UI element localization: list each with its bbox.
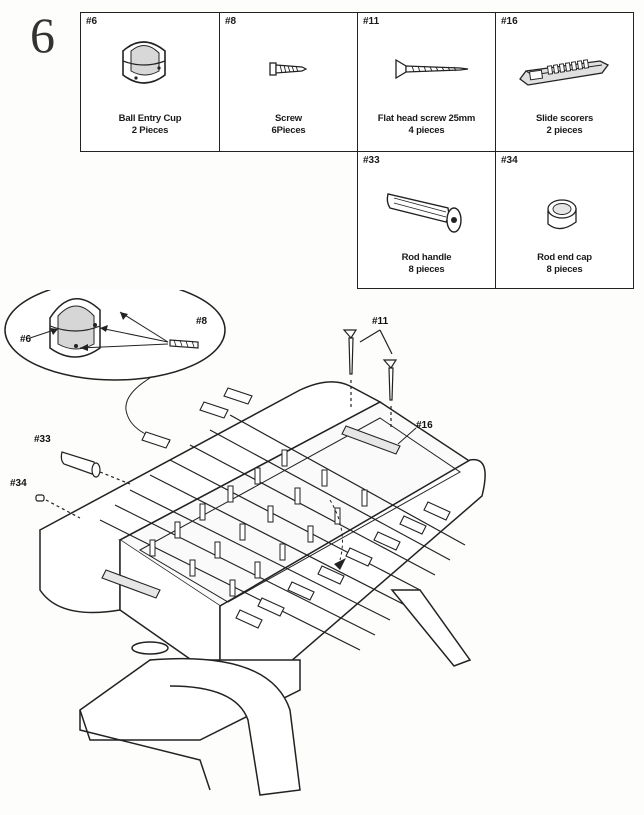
part-name: Ball Entry Cup: [118, 113, 182, 124]
part-name: Screw: [275, 113, 302, 124]
part-id: #34: [501, 155, 518, 166]
screw-icon: [169, 339, 199, 349]
ball-entry-cup-icon: [122, 41, 166, 84]
foosball-table: [38, 381, 486, 796]
part-qty: 8 pieces: [546, 264, 583, 275]
part-qty: 6Pieces: [271, 125, 306, 136]
parts-table: #6 Ball Entry Cup 2 Pieces #8 Screw 6Pie…: [80, 12, 634, 289]
callout-screws: #11: [372, 316, 389, 327]
part-id: #8: [225, 16, 237, 27]
rod-end-cap-icon: [547, 199, 577, 230]
part-name: Slide scorers: [535, 113, 594, 124]
part-cell-rod-handle: #33 Rod handle 8 pieces: [357, 151, 496, 289]
callout-inset-cup: #6: [20, 334, 32, 345]
part-id: #11: [363, 16, 380, 27]
screw-icon: [382, 359, 398, 370]
screw-icon: [269, 62, 308, 76]
slide-scorer-icon: [341, 425, 401, 455]
part-id: #6: [86, 16, 98, 27]
part-name: Rod end cap: [537, 252, 592, 263]
inset-detail: #6 #8: [4, 290, 226, 443]
part-qty: 2 pieces: [546, 125, 583, 136]
part-cell-rod-end-cap: #34 Rod end cap 8 pieces: [495, 151, 634, 289]
part-name: Flat head screw 25mm: [377, 113, 476, 124]
callout-handle: #33: [34, 434, 51, 445]
callout-scorer: #16: [416, 420, 433, 431]
part-id: #16: [501, 16, 518, 27]
slide-scorer-icon: [101, 569, 161, 599]
screw-icon: [342, 329, 358, 340]
rod-end-cap-callout: #34: [10, 478, 81, 519]
part-qty: 4 pieces: [408, 125, 445, 136]
callout-inset-screw: #8: [196, 316, 208, 327]
slide-scorer-icon: [519, 59, 609, 86]
part-cell-ball-entry-cup: #6 Ball Entry Cup 2 Pieces: [80, 12, 220, 152]
rod-end-cap-icon: [35, 494, 45, 502]
part-id: #33: [363, 155, 380, 166]
flat-head-screws: #11: [342, 316, 398, 430]
part-qty: 8 pieces: [408, 264, 445, 275]
scorer-callout: #16: [397, 420, 433, 445]
flat-head-screw-icon: [395, 58, 469, 80]
callout-endcap: #34: [10, 478, 27, 489]
assembly-diagram: #6 #8: [4, 290, 486, 796]
part-cell-flat-head-screw: #11 Flat head screw 25mm 4 pieces: [357, 12, 496, 152]
part-qty: 2 Pieces: [131, 125, 169, 136]
part-cell-screw: #8 Screw 6Pieces: [219, 12, 358, 152]
rod-handle-icon: [386, 193, 462, 233]
part-cell-slide-scorers: #16 Slide scorers 2 pieces: [495, 12, 634, 152]
rod-handle-callout: #33: [34, 434, 131, 485]
step-number: 6: [30, 7, 55, 63]
part-name: Rod handle: [401, 252, 452, 263]
rod-handle-icon: [60, 451, 96, 475]
